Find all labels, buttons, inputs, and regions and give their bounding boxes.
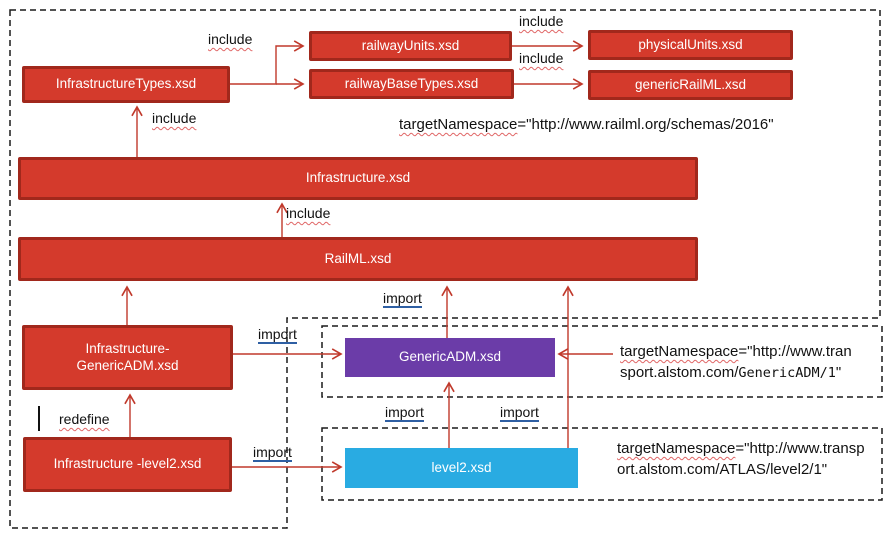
node-railwaybasetypes-xsd: railwayBaseTypes.xsd bbox=[309, 69, 514, 99]
edge-label-import-genericadm-railml: import bbox=[383, 290, 422, 308]
node-infrastructure-xsd: Infrastructure.xsd bbox=[18, 157, 698, 200]
node-infrastructuretypes-xsd: InfrastructureTypes.xsd bbox=[22, 66, 230, 103]
node-label: Infrastructure.xsd bbox=[305, 170, 411, 186]
node-label-line1: Infrastructure- bbox=[85, 340, 170, 356]
railml-group-dashed-border bbox=[9, 9, 881, 529]
edge-label-include-infrastructure-types: include bbox=[152, 110, 197, 126]
text-cursor-tick bbox=[38, 406, 40, 431]
node-label: InfrastructureTypes.xsd bbox=[55, 76, 197, 92]
genericadm-group-dashed-border bbox=[321, 325, 883, 398]
node-genericrailml-xsd: genericRailML.xsd bbox=[588, 70, 793, 100]
node-label: railwayBaseTypes.xsd bbox=[344, 75, 479, 91]
node-label: physicalUnits.xsd bbox=[638, 36, 743, 52]
node-label: GenericADM.xsd bbox=[398, 349, 502, 365]
node-label: RailML.xsd bbox=[324, 250, 392, 266]
edge-label-include-railwayunits-physicalunits: include bbox=[519, 13, 564, 29]
edge-label-import-infragenericadm-genericadm: import bbox=[258, 326, 297, 344]
edge-label-include-railml-infrastructure: include bbox=[286, 205, 331, 221]
node-genericadm-xsd: GenericADM.xsd bbox=[345, 338, 555, 377]
namespace-railml-2016: targetNamespace="http://www.railml.org/s… bbox=[399, 116, 774, 133]
edge-label-import-level2-genericadm: import bbox=[385, 404, 424, 422]
node-label-line2: GenericADM.xsd bbox=[76, 357, 179, 373]
edge-label-include-types-railwayunits: include bbox=[208, 31, 253, 47]
node-railml-xsd: RailML.xsd bbox=[18, 237, 698, 281]
edge-label-include-railwaybasetypes-genericrailml: include bbox=[519, 50, 564, 66]
node-label: Infrastructure -level2.xsd bbox=[53, 456, 202, 472]
edge-label-import-level2-railml: import bbox=[500, 404, 539, 422]
edge-label-redefine: redefine bbox=[59, 411, 110, 427]
node-railwayunits-xsd: railwayUnits.xsd bbox=[309, 31, 512, 61]
node-level2-xsd: level2.xsd bbox=[345, 448, 578, 488]
node-physicalunits-xsd: physicalUnits.xsd bbox=[588, 30, 793, 60]
node-infrastructure-level2-xsd: Infrastructure -level2.xsd bbox=[23, 437, 232, 492]
edge-types-to-railwayunits bbox=[230, 40, 305, 85]
node-label: railwayUnits.xsd bbox=[361, 37, 460, 53]
node-label: level2.xsd bbox=[431, 459, 492, 475]
level2-group-dashed-border bbox=[321, 427, 883, 501]
edge-label-import-infralevel2-level2: import bbox=[253, 444, 292, 462]
node-label: genericRailML.xsd bbox=[634, 76, 747, 92]
node-infrastructure-genericadm-xsd: Infrastructure- GenericADM.xsd bbox=[22, 325, 233, 390]
